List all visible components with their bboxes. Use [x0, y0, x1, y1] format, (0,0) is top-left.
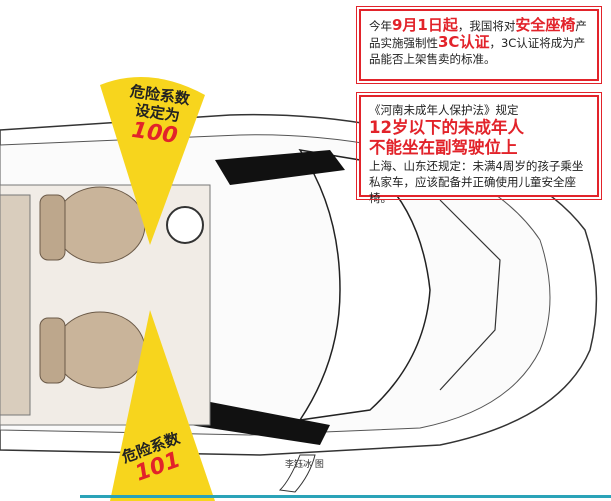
law-notice-box: 《河南未成年人保护法》规定 12岁以下的未成年人 不能坐在副驾驶位上 上海、山东…: [356, 92, 602, 205]
effective-date: 9月1日起: [392, 16, 458, 34]
a-pillar-top: [215, 150, 345, 185]
law-highlight-2: 不能坐在副驾驶位上: [369, 138, 518, 157]
law-highlight-1: 12岁以下的未成年人: [369, 118, 524, 137]
bottom-rule: [80, 495, 611, 498]
a-pillar-bottom: [190, 400, 330, 445]
side-mirror: [278, 454, 316, 493]
front-danger-fan: [100, 77, 205, 245]
rear-seat: [39, 311, 146, 389]
notice-text: ，3C认证将成为产品能否上架售卖的标准。: [369, 36, 586, 66]
notice-text: 今年: [369, 19, 392, 33]
certification-notice-box: 今年9月1日起，我国将对安全座椅产品实施强制性3C认证，3C认证将成为产品能否上…: [356, 6, 602, 84]
windshield: [298, 148, 431, 421]
product-name: 安全座椅: [515, 16, 576, 34]
notice-text: ，我国将对: [457, 19, 516, 33]
law-title: 《河南未成年人保护法》规定: [369, 103, 519, 117]
certification-name: 3C认证: [438, 33, 490, 51]
notice-text: 产品实施强制性: [369, 19, 587, 50]
rear-danger-fan: [110, 310, 215, 501]
law-detail: 上海、山东还规定：未满4周岁的孩子乘坐私家车，应该配备并正确使用儿童安全座椅。: [369, 159, 584, 205]
illustration-credit: 李钰冰 图: [285, 460, 324, 470]
front-fan-label: 危险系数 设定为 100: [108, 80, 205, 152]
